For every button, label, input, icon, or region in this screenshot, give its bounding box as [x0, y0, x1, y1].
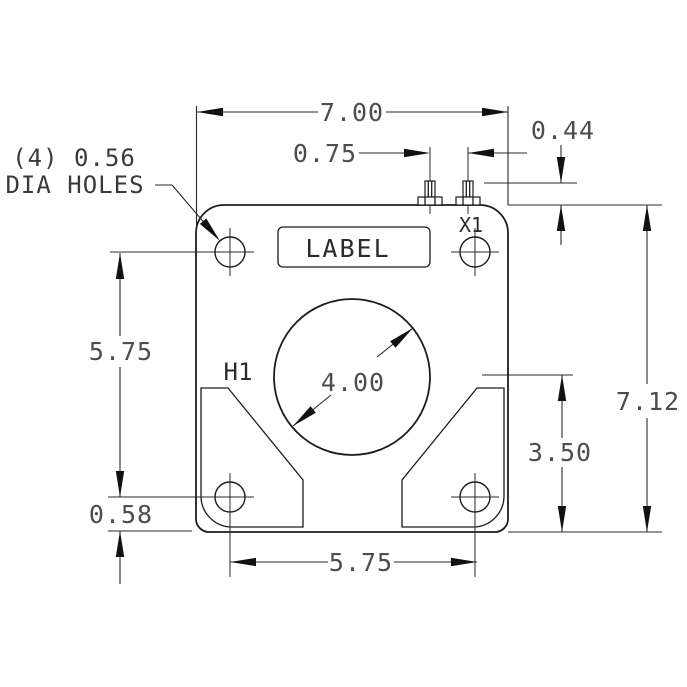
dim-overall-width-text: 7.00	[320, 98, 384, 127]
dim-stud-spacing: 0.75	[293, 139, 527, 168]
dim-hole-vertical-spacing: 5.75	[89, 253, 153, 497]
stud-h1-shaft	[424, 180, 436, 198]
holes-note: (4) 0.56 DIA HOLES	[5, 144, 220, 241]
dim-overall-height: 7.12	[508, 205, 680, 533]
dim-bracket-height-text: 3.50	[528, 438, 592, 467]
arrowhead-upper-right	[390, 328, 413, 348]
dim-hole-vertical-spacing-text: 5.75	[89, 337, 153, 366]
dim-overall-width: 7.00	[195, 98, 509, 233]
stud-x1-shaft	[462, 180, 474, 198]
dim-window-diameter-text: 4.00	[321, 368, 385, 397]
dim-stud-height-text: 0.44	[531, 116, 595, 145]
terminal-stud-h1	[417, 147, 443, 214]
mounting-hole-top-left	[110, 228, 254, 276]
arrowhead-down	[642, 506, 652, 532]
arrowhead-down	[556, 157, 566, 183]
left-bracket	[200, 387, 304, 528]
part-outline-group	[108, 147, 509, 577]
right-bracket	[401, 387, 505, 528]
arrowhead-up	[115, 531, 125, 557]
dim-stud-height: 0.44	[484, 116, 662, 245]
dim-overall-height-text: 7.12	[616, 387, 680, 416]
plate-outline	[195, 204, 509, 533]
terminal-h1-label: H1	[224, 358, 253, 386]
arrowhead-lower-left	[293, 406, 316, 426]
holes-note-line2: DIA HOLES	[5, 171, 144, 199]
center-window-circle	[273, 298, 431, 456]
holes-note-line1: (4) 0.56	[12, 144, 136, 172]
arrowhead-right	[404, 148, 430, 158]
dim-hole-bottom-offset-text: 0.58	[89, 500, 153, 529]
terminal-x1-label: X1	[459, 213, 483, 237]
arrowhead-up	[642, 205, 652, 231]
nameplate-text: LABEL	[305, 234, 390, 263]
dim-bracket-height: 3.50	[482, 374, 592, 532]
mounting-hole-bottom-left	[108, 473, 254, 577]
leader-arrowhead	[199, 218, 220, 241]
arrowhead-down	[115, 471, 125, 497]
arrowhead-up	[115, 253, 125, 279]
dim-stud-spacing-text: 0.75	[293, 139, 357, 168]
arrowhead-up	[557, 375, 567, 401]
arrowhead-left	[197, 107, 223, 117]
arrowhead-right	[482, 107, 508, 117]
dim-hole-bottom-offset: 0.58	[89, 500, 192, 584]
arrowhead-left	[230, 557, 256, 567]
stud-h1-nut	[417, 196, 443, 206]
leader-line	[171, 184, 208, 227]
nameplate-box	[277, 226, 431, 268]
stud-x1-nut	[455, 196, 481, 206]
dim-hole-horizontal-spacing-text: 5.75	[329, 548, 393, 577]
dim-hole-horizontal-spacing: 5.75	[230, 548, 477, 577]
arrowhead-left	[468, 148, 494, 158]
dim-window-diameter: 4.00	[292, 327, 414, 427]
arrowhead-right	[451, 557, 477, 567]
mounting-hole-bottom-right	[451, 473, 499, 577]
arrowhead-down	[557, 506, 567, 532]
terminal-stud-x1	[455, 147, 481, 214]
mounting-hole-top-right	[451, 228, 499, 276]
arrowhead-up	[556, 205, 566, 231]
